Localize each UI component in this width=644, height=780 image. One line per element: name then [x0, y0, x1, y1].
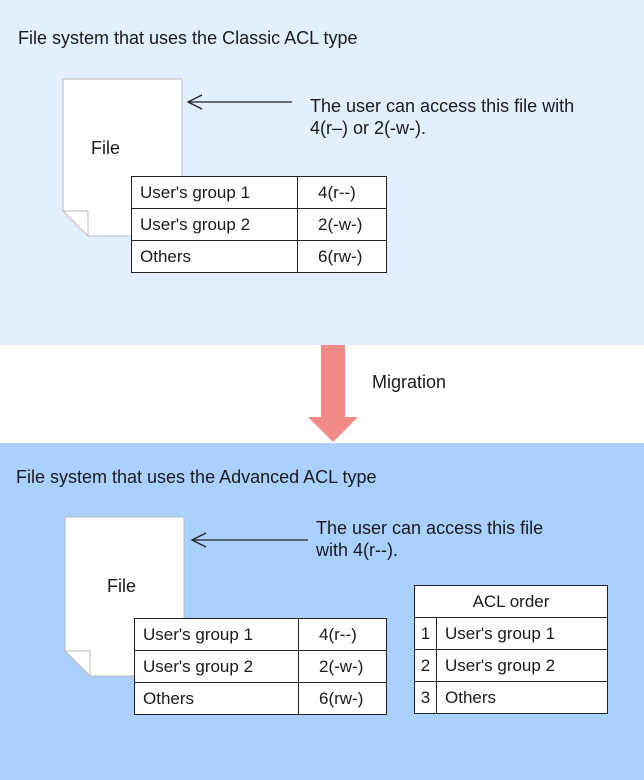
group-cell: Others — [131, 240, 298, 273]
file-label: File — [107, 576, 137, 596]
group-cell: User's group 1 — [134, 618, 299, 651]
table-row: Others 6(rw-) — [131, 240, 387, 273]
access-note-line-1: The user can access this file — [316, 518, 544, 538]
table-row: 1 User's group 1 — [414, 617, 608, 650]
group-cell: User's group 1 — [131, 176, 298, 209]
classic-acl-panel: File system that uses the Classic ACL ty… — [0, 0, 644, 345]
acl-order-table: ACL order 1 User's group 1 2 User's grou… — [414, 585, 608, 714]
advanced-panel-title: File system that uses the Advanced ACL t… — [16, 467, 377, 487]
table-row: User's group 1 4(r--) — [134, 618, 387, 651]
acl-table: User's group 1 4(r--) User's group 2 2(-… — [131, 176, 387, 273]
permission-cell: 4(r--) — [297, 176, 387, 209]
access-note: The user can access this file with 4(r--… — [316, 517, 543, 561]
access-note-line-1: The user can access this file with — [310, 96, 575, 116]
table-row: User's group 2 2(-w-) — [131, 208, 387, 241]
migration-arrow — [308, 345, 358, 442]
table-row: ACL order — [414, 585, 608, 618]
acl-order-header: ACL order — [414, 585, 608, 618]
permission-cell: 6(rw-) — [297, 240, 387, 273]
permission-cell: 4(r--) — [298, 618, 387, 651]
file-label: File — [91, 138, 121, 158]
group-cell: User's group 2 — [134, 650, 299, 683]
group-cell: Others — [436, 681, 608, 714]
order-number-cell: 3 — [414, 681, 437, 714]
permission-cell: 2(-w-) — [297, 208, 387, 241]
pointer-arrow — [190, 532, 308, 548]
classic-panel-title: File system that uses the Classic ACL ty… — [18, 28, 358, 48]
table-row: User's group 1 4(r--) — [131, 176, 387, 209]
group-cell: User's group 1 — [436, 617, 608, 650]
acl-table: User's group 1 4(r--) User's group 2 2(-… — [134, 618, 387, 715]
table-row: Others 6(rw-) — [134, 682, 387, 715]
advanced-acl-panel: File system that uses the Advanced ACL t… — [0, 443, 644, 780]
pointer-arrow — [186, 94, 292, 110]
access-note-line-2: with 4(r--). — [316, 540, 398, 560]
group-cell: User's group 2 — [436, 649, 608, 682]
order-number-cell: 1 — [414, 617, 437, 650]
table-row: 2 User's group 2 — [414, 649, 608, 682]
group-cell: Others — [134, 682, 299, 715]
group-cell: User's group 2 — [131, 208, 298, 241]
table-row: User's group 2 2(-w-) — [134, 650, 387, 683]
permission-cell: 2(-w-) — [298, 650, 387, 683]
access-note-line-2: 4(r–) or 2(-w-). — [310, 118, 426, 138]
order-number-cell: 2 — [414, 649, 437, 682]
migration-label: Migration — [372, 372, 447, 392]
permission-cell: 6(rw-) — [298, 682, 387, 715]
table-row: 3 Others — [414, 681, 608, 714]
access-note: The user can access this file with 4(r–)… — [310, 95, 574, 139]
